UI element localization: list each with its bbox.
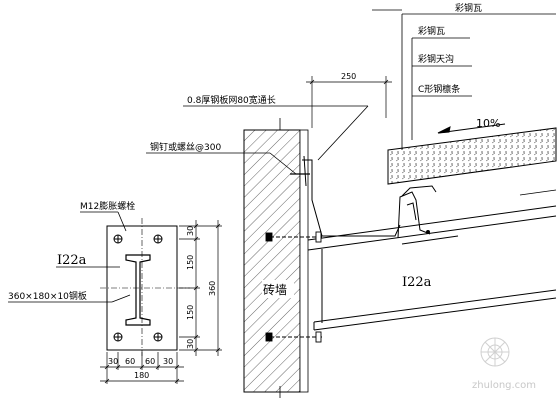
dim-bottom-4: 30 xyxy=(163,357,173,366)
roof-panel-top-label: 彩钢瓦 xyxy=(455,2,482,14)
dim-bottom-2: 60 xyxy=(125,357,135,366)
watermark-text: zhulong.com xyxy=(472,380,536,391)
purlin-label: C形钢檩条 xyxy=(418,83,460,95)
dim-bottom-1: 30 xyxy=(108,357,118,366)
dim-right-1: 30 xyxy=(186,226,195,236)
dim-right-4: 30 xyxy=(186,339,195,349)
dim-bottom-total: 180 xyxy=(134,371,149,380)
label-stack xyxy=(372,9,556,150)
plate-right-dimensions xyxy=(179,220,222,356)
dim-250 xyxy=(306,76,392,128)
dim-right-total: 360 xyxy=(208,281,217,296)
plate-detail xyxy=(100,218,190,358)
anchor-bolts xyxy=(113,234,163,342)
anchor-bolt-label: M12膨胀螺栓 xyxy=(80,200,135,212)
roof-panel xyxy=(387,127,557,196)
roof-panel-label: 彩钢瓦 xyxy=(418,25,445,37)
slope-arrow xyxy=(437,123,506,134)
wall-anchor-bolts xyxy=(265,231,322,343)
dim-bottom-3: 60 xyxy=(145,357,155,366)
dim-right-3: 150 xyxy=(186,305,195,320)
wall-label: 砖墙 xyxy=(263,282,287,297)
flashing-and-gutter xyxy=(302,155,459,245)
flashing-label: 0.8厚钢板网80宽通长 xyxy=(187,94,276,106)
fastener-label: 钢钉或螺丝@300 xyxy=(150,141,221,153)
beam-label-left: I22a xyxy=(57,253,87,268)
brick-wall xyxy=(243,118,309,398)
plate-bottom-dimensions xyxy=(100,352,184,384)
dim-250-label: 250 xyxy=(341,72,356,81)
slope-label: 10% xyxy=(476,117,500,130)
plate-label: 360×180×10钢板 xyxy=(8,290,87,302)
steel-beam xyxy=(307,205,557,331)
dim-right-2: 150 xyxy=(186,255,195,270)
watermark: zhulong.com xyxy=(472,337,536,391)
gutter-label: 彩钢天沟 xyxy=(418,53,454,65)
i-beam-section xyxy=(125,254,151,326)
beam-label-right: I22a xyxy=(402,275,432,290)
